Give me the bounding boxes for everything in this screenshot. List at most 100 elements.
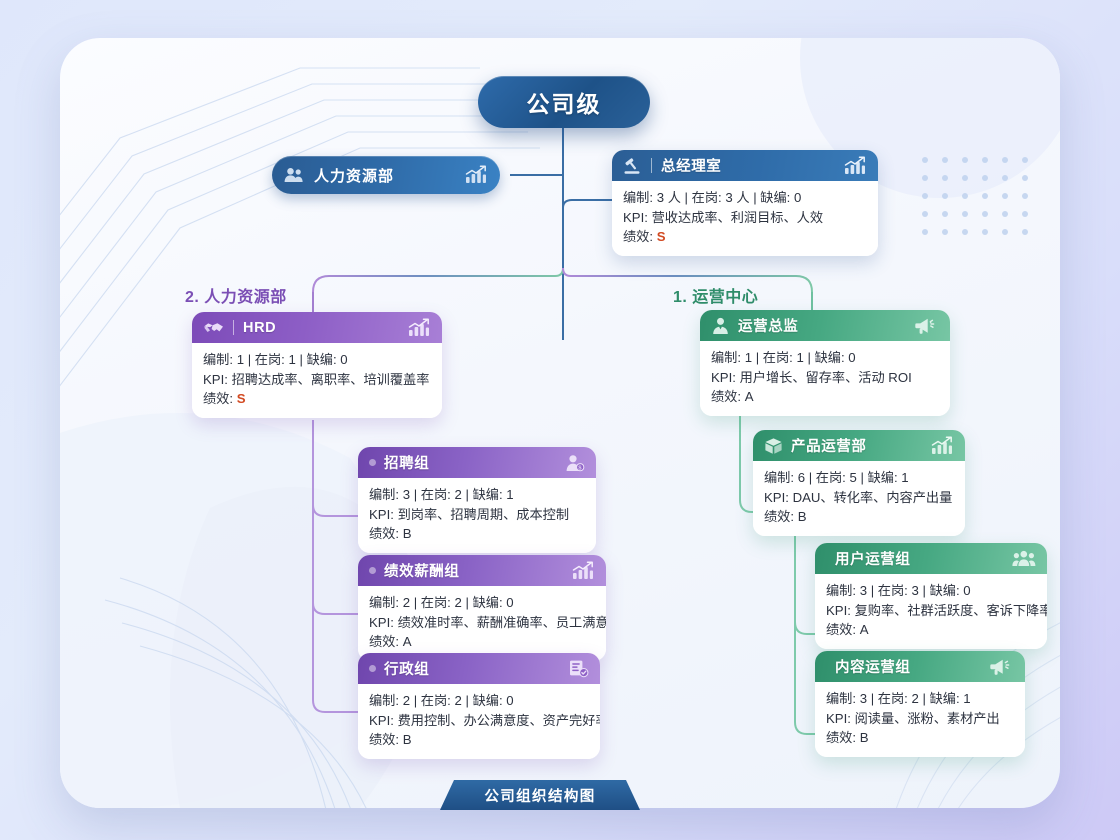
grade-value: B	[402, 526, 412, 541]
grade-value: S	[656, 229, 666, 244]
card-header: 内容运营组	[815, 651, 1025, 682]
footer-title-label: 公司组织结构图	[484, 788, 596, 805]
headcount-line: 编制: 2 | 在岗: 2 | 缺编: 0	[369, 693, 514, 708]
grade-line: 绩效: A	[711, 387, 939, 407]
header-separator	[651, 158, 652, 173]
svg-text:S: S	[578, 465, 582, 471]
kpi-line: KPI: DAU、转化率、内容产出量	[764, 489, 953, 505]
gavel-icon	[623, 157, 642, 175]
grade-line: 绩效: B	[369, 524, 585, 544]
card-title: 用户运营组	[835, 552, 911, 568]
kpi-line: KPI: 绩效准时率、薪酬准确率、员工满意度	[369, 614, 606, 630]
kpi-line: KPI: 营收达成率、利润目标、人效	[623, 209, 824, 225]
card-body: 编制: 3 | 在岗: 2 | 缺编: 1 KPI: 到岗率、招聘周期、成本控制…	[358, 478, 596, 553]
grade-line: 绩效: B	[764, 507, 954, 527]
side-pill-label: 人力资源部	[314, 167, 395, 185]
card-user-operations-group[interactable]: 用户运营组 编制: 3 | 在岗: 3 | 缺编: 0 KPI: 复购率、社群活…	[815, 543, 1047, 649]
caption-hr-branch: 2. 人力资源部	[185, 289, 287, 306]
dot-icon	[369, 459, 376, 466]
card-title: 绩效薪酬组	[384, 564, 460, 580]
card-title: 运营总监	[738, 319, 799, 335]
side-pill-hr-department[interactable]: 人力资源部	[272, 156, 500, 194]
headcount-line: 编制: 1 | 在岗: 1 | 缺编: 0	[203, 352, 348, 367]
kpi-line: KPI: 阅读量、涨粉、素材产出	[826, 710, 1000, 726]
card-header: 产品运营部	[753, 430, 965, 461]
grade-line: 绩效: A	[826, 620, 1036, 640]
headcount-line: 编制: 3 | 在岗: 2 | 缺编: 1	[826, 691, 971, 706]
card-recruiting-group[interactable]: 招聘组 S 编制: 3 | 在岗: 2 | 缺编: 1 KPI: 到岗率、招聘周…	[358, 447, 596, 553]
chart-bar-icon	[407, 317, 431, 338]
handshake-icon	[203, 320, 224, 336]
grade-line: 绩效: S	[623, 227, 867, 247]
grade-value: A	[744, 389, 754, 404]
kpi-line: KPI: 招聘达成率、离职率、培训覆盖率	[203, 371, 430, 387]
kpi-line: KPI: 复购率、社群活跃度、客诉下降率	[826, 602, 1047, 618]
root-node-label: 公司级	[526, 91, 602, 117]
chart-bar-icon	[843, 155, 867, 176]
grade-line: 绩效: S	[203, 389, 431, 409]
chart-bar-icon	[464, 165, 488, 185]
card-title: 内容运营组	[835, 660, 911, 676]
card-hrd[interactable]: HRD 编制: 1 | 在岗: 1 | 缺编: 0 KPI: 招聘达成率、离职率…	[192, 312, 442, 418]
kpi-line: KPI: 用户增长、留存率、活动 ROI	[711, 369, 912, 385]
card-product-operations[interactable]: 产品运营部 编制: 6 | 在岗: 5 | 缺编: 1 KPI: DAU、转化率…	[753, 430, 965, 536]
card-header: HRD	[192, 312, 442, 343]
grade-value: A	[859, 622, 869, 637]
grade-label: 绩效:	[764, 509, 798, 524]
grade-label: 绩效:	[623, 229, 657, 244]
card-content-operations-group[interactable]: 内容运营组 编制: 3 | 在岗: 2 | 缺编: 1 KPI: 阅读量、涨粉、…	[815, 651, 1025, 757]
card-header: 总经理室	[612, 150, 878, 181]
headcount-line: 编制: 2 | 在岗: 2 | 缺编: 0	[369, 595, 514, 610]
root-node-company-level[interactable]: 公司级	[478, 76, 650, 128]
card-header: 绩效薪酬组	[358, 555, 606, 586]
card-operations-director[interactable]: 运营总监 编制: 1 | 在岗: 1 | 缺编: 0 KPI: 用户增长、留存率…	[700, 310, 950, 416]
headcount-line: 编制: 3 | 在岗: 3 | 缺编: 0	[826, 583, 971, 598]
kpi-line: KPI: 到岗率、招聘周期、成本控制	[369, 506, 570, 522]
card-body: 编制: 1 | 在岗: 1 | 缺编: 0 KPI: 用户增长、留存率、活动 R…	[700, 341, 950, 416]
chart-bar-icon	[571, 560, 595, 581]
card-body: 编制: 3 | 在岗: 2 | 缺编: 1 KPI: 阅读量、涨粉、素材产出 绩…	[815, 682, 1025, 757]
card-body: 编制: 3 | 在岗: 3 | 缺编: 0 KPI: 复购率、社群活跃度、客诉下…	[815, 574, 1047, 649]
headcount-line: 编制: 3 | 在岗: 2 | 缺编: 1	[369, 487, 514, 502]
grade-label: 绩效:	[826, 622, 860, 637]
grade-line: 绩效: B	[826, 728, 1014, 748]
grade-line: 绩效: B	[369, 730, 589, 750]
users-group-icon	[1012, 550, 1036, 567]
card-title: 总经理室	[661, 159, 722, 175]
card-title: 招聘组	[384, 456, 430, 472]
grade-label: 绩效:	[826, 730, 860, 745]
dot-icon	[369, 567, 376, 574]
card-compensation-performance-group[interactable]: 绩效薪酬组 编制: 2 | 在岗: 2 | 缺编: 0 KPI: 绩效准时率、薪…	[358, 555, 606, 661]
box-icon	[764, 437, 783, 455]
grade-label: 绩效:	[369, 732, 403, 747]
headcount-line: 编制: 1 | 在岗: 1 | 缺编: 0	[711, 350, 856, 365]
card-body: 编制: 2 | 在岗: 2 | 缺编: 0 KPI: 绩效准时率、薪酬准确率、员…	[358, 586, 606, 661]
manager-icon	[711, 317, 730, 335]
grade-value: B	[797, 509, 807, 524]
grade-value: B	[402, 732, 412, 747]
grade-label: 绩效:	[369, 526, 403, 541]
grade-label: 绩效:	[369, 634, 403, 649]
card-header: 运营总监	[700, 310, 950, 341]
card-header: 招聘组 S	[358, 447, 596, 478]
grade-label: 绩效:	[711, 389, 745, 404]
headcount-line: 编制: 3 人 | 在岗: 3 人 | 缺编: 0	[623, 190, 802, 205]
grade-value: B	[859, 730, 869, 745]
card-body: 编制: 1 | 在岗: 1 | 缺编: 0 KPI: 招聘达成率、离职率、培训覆…	[192, 343, 442, 418]
card-body: 编制: 2 | 在岗: 2 | 缺编: 0 KPI: 费用控制、办公满意度、资产…	[358, 684, 600, 759]
megaphone-icon	[915, 317, 939, 335]
card-administration-group[interactable]: 行政组 编制: 2 | 在岗: 2 | 缺编: 0 KPI: 费用控制、办公满意…	[358, 653, 600, 759]
card-header: 用户运营组	[815, 543, 1047, 574]
card-body: 编制: 6 | 在岗: 5 | 缺编: 1 KPI: DAU、转化率、内容产出量…	[753, 461, 965, 536]
footer-title-tab: 公司组织结构图	[440, 780, 640, 810]
grade-line: 绩效: A	[369, 632, 595, 652]
kpi-line: KPI: 费用控制、办公满意度、资产完好率	[369, 712, 600, 728]
users-icon	[284, 167, 304, 183]
megaphone-icon	[990, 658, 1014, 676]
document-check-icon	[569, 659, 589, 678]
card-body: 编制: 3 人 | 在岗: 3 人 | 缺编: 0 KPI: 营收达成率、利润目…	[612, 181, 878, 256]
card-title: 产品运营部	[791, 439, 867, 455]
header-separator	[233, 320, 234, 335]
card-gm-office[interactable]: 总经理室 编制: 3 人 | 在岗: 3 人 | 缺编: 0 KPI: 营收达成…	[612, 150, 878, 256]
